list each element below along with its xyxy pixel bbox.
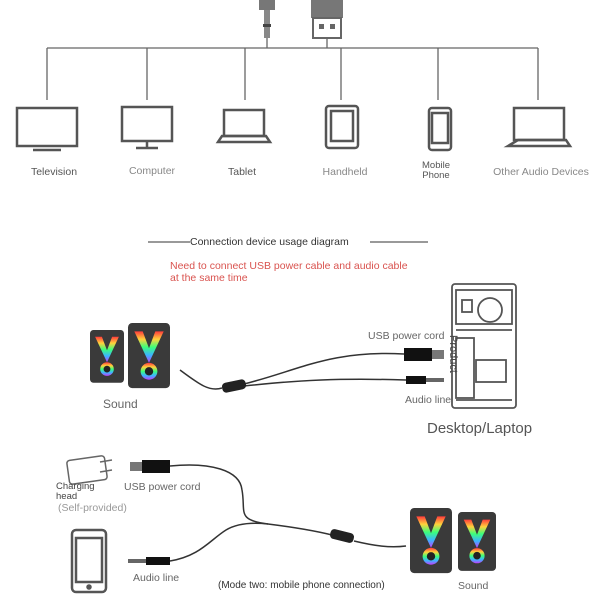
- usb-label-mode2: USB power cord: [124, 481, 201, 493]
- distribution-lines: [46, 38, 539, 100]
- desktop-tower-icon: [451, 283, 517, 409]
- desktop-laptop-label: Desktop/Laptop: [427, 420, 533, 437]
- charger-icon: [66, 455, 113, 485]
- device-label-computer: Computer: [128, 165, 176, 177]
- monitor-icon: [120, 105, 174, 150]
- audio-label-mode2: Audio line: [133, 572, 180, 584]
- device-label-mobile-phone: Mobile Phone: [422, 160, 450, 181]
- usb-label-mode1: USB power cord: [368, 330, 445, 342]
- charger-note: (Self-provided): [58, 502, 127, 514]
- device-label-other-audio: Other Audio Devices: [493, 166, 589, 178]
- mode-two-caption: (Mode two: mobile phone connection): [218, 580, 385, 591]
- audio-jack-plug-icon: [259, 0, 275, 38]
- usb-connector-icon: [404, 348, 444, 361]
- audio-label-mode1: Audio line: [405, 394, 452, 406]
- speaker-pair-icon: [410, 508, 496, 574]
- usb-connector-icon: [130, 460, 170, 473]
- speaker-pair-icon: [90, 323, 170, 389]
- inline-control-icon: [221, 379, 247, 393]
- laptop-icon: [503, 106, 573, 148]
- usb-plug-icon: [311, 0, 343, 39]
- laptop-icon: [215, 108, 273, 144]
- mode1-cables: [179, 352, 407, 390]
- speaker-label-mode2: Sound: [458, 580, 489, 592]
- product-label: Product: [446, 335, 459, 373]
- device-label-television: Television: [30, 166, 78, 178]
- handheld-icon: [324, 104, 360, 150]
- phone-icon: [427, 106, 453, 152]
- audio-jack-icon: [406, 376, 444, 384]
- television-icon: [15, 106, 79, 152]
- phone-icon: [70, 528, 108, 594]
- inline-control-icon: [329, 529, 355, 543]
- audio-jack-icon: [128, 557, 170, 565]
- device-label-handheld: Handheld: [322, 166, 368, 178]
- section-title: Connection device usage diagram: [190, 236, 349, 248]
- connection-note: Need to connect USB power cable and audi…: [170, 260, 408, 284]
- speaker-label-mode1: Sound: [103, 397, 138, 411]
- device-label-tablet: Tablet: [227, 166, 257, 178]
- charger-label: Charging head: [56, 481, 95, 502]
- mode2-cables: [169, 464, 407, 562]
